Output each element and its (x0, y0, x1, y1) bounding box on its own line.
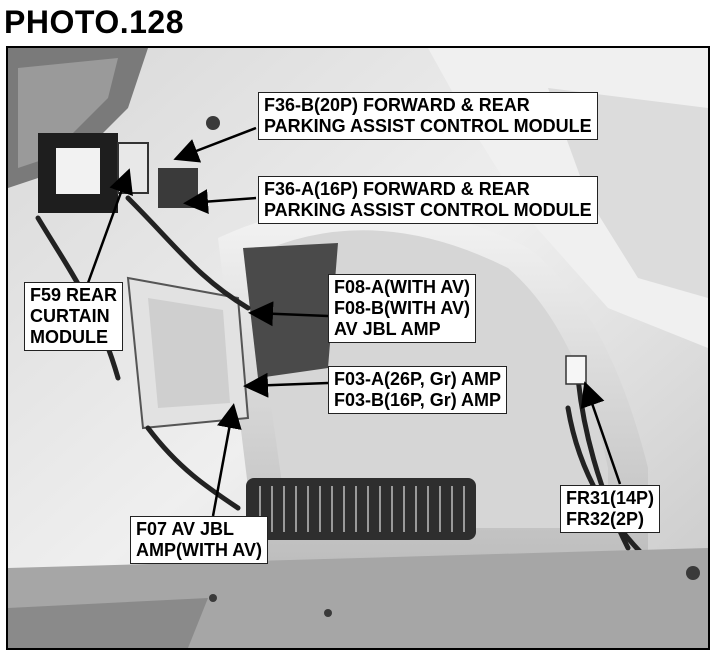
label-f36a: F36-A(16P) FORWARD & REAR PARKING ASSIST… (258, 176, 598, 224)
label-f36b-line1: F36-B(20P) FORWARD & REAR (264, 95, 530, 115)
label-f07-line1: F07 AV JBL (136, 519, 235, 539)
photo-title: PHOTO.128 (4, 4, 184, 40)
label-f07-line2: AMP(WITH AV) (136, 540, 262, 560)
label-f03-line1: F03-A(26P, Gr) AMP (334, 369, 502, 389)
vehicle-interior-photo: F36-B(20P) FORWARD & REAR PARKING ASSIST… (6, 46, 710, 650)
label-f03-line2: F03-B(16P, Gr) AMP (334, 390, 502, 410)
label-f08-line1: F08-A(WITH AV) (334, 277, 470, 297)
label-fr31: FR31(14P) FR32(2P) (560, 485, 661, 533)
label-f36a-line1: F36-A(16P) FORWARD & REAR (264, 179, 530, 199)
label-fr31-line1: FR31(14P) (566, 488, 655, 508)
label-f36a-line2: PARKING ASSIST CONTROL MODULE (264, 200, 592, 220)
label-f36b: F36-B(20P) FORWARD & REAR PARKING ASSIST… (258, 92, 598, 140)
label-fr31-line2: FR32(2P) (566, 509, 645, 529)
label-f59: F59 REAR CURTAIN MODULE (24, 282, 124, 351)
label-f59-line2: CURTAIN (30, 306, 110, 326)
label-f07: F07 AV JBL AMP(WITH AV) (130, 516, 268, 564)
label-f59-line3: MODULE (30, 327, 108, 347)
label-f59-line1: F59 REAR (30, 285, 118, 305)
label-f08-line3: AV JBL AMP (334, 319, 441, 339)
label-f03: F03-A(26P, Gr) AMP F03-B(16P, Gr) AMP (328, 366, 508, 414)
label-f08: F08-A(WITH AV) F08-B(WITH AV) AV JBL AMP (328, 274, 476, 343)
label-f08-line2: F08-B(WITH AV) (334, 298, 470, 318)
label-f36b-line2: PARKING ASSIST CONTROL MODULE (264, 116, 592, 136)
